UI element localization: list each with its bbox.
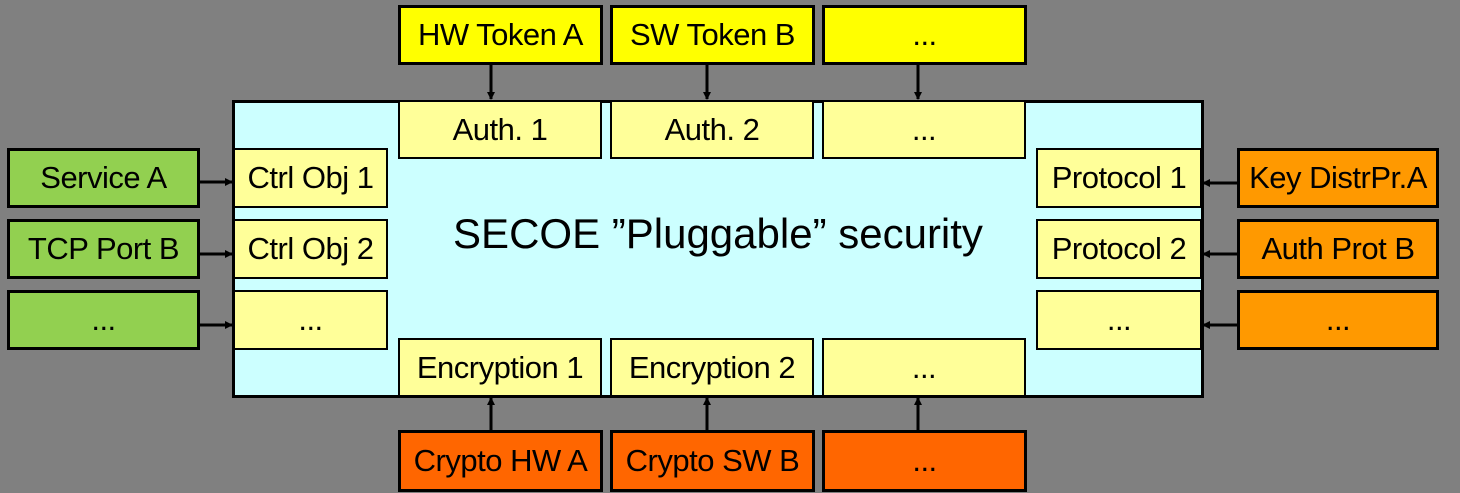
crypto-more-box: ... (822, 430, 1027, 492)
encryption-slot-1: Encryption 1 (398, 338, 602, 397)
encryption-slot-more: ... (822, 338, 1026, 397)
encryption-slot-2: Encryption 2 (610, 338, 814, 397)
sw-token-b-box: SW Token B (610, 5, 815, 65)
auth-prot-b-box: Auth Prot B (1237, 219, 1439, 279)
auth-slot-more: ... (822, 100, 1026, 159)
auth-slot-2: Auth. 2 (610, 100, 814, 159)
protocol-slot-2: Protocol 2 (1036, 219, 1202, 279)
token-more-box: ... (822, 5, 1027, 65)
protocol-more-box: ... (1237, 290, 1439, 350)
auth-slot-1: Auth. 1 (398, 100, 602, 159)
tcp-port-b-box: TCP Port B (7, 219, 200, 279)
service-a-box: Service A (7, 148, 200, 208)
crypto-sw-b-box: Crypto SW B (610, 430, 815, 492)
hw-token-a-box: HW Token A (398, 5, 603, 65)
service-more-box: ... (7, 290, 200, 350)
core-title: SECOE ”Pluggable” security (453, 210, 983, 257)
crypto-hw-a-box: Crypto HW A (398, 430, 603, 492)
protocol-slot-more: ... (1036, 290, 1202, 350)
key-distr-pr-a-box: Key DistrPr.A (1237, 148, 1439, 208)
ctrl-obj-slot-more: ... (233, 290, 388, 350)
ctrl-obj-slot-2: Ctrl Obj 2 (233, 219, 388, 279)
ctrl-obj-slot-1: Ctrl Obj 1 (233, 148, 388, 208)
protocol-slot-1: Protocol 1 (1036, 148, 1202, 208)
